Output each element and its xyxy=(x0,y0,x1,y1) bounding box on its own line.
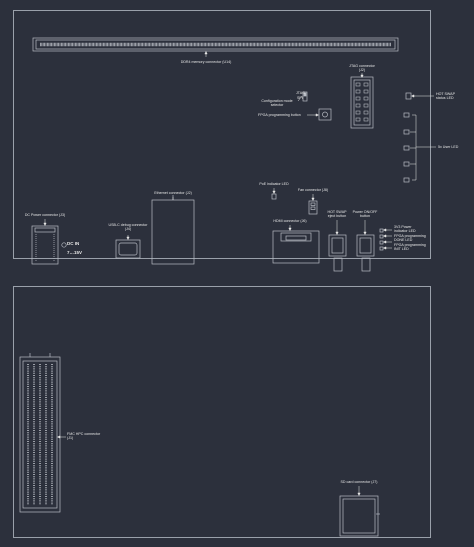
led-fpga-init-label: FPGA programming INIT LED xyxy=(394,243,426,251)
hot-swap-status-label: HOT SWAP status LED xyxy=(436,92,455,100)
dc-power-label: DC Power connector (J3) xyxy=(24,213,66,217)
dc-voltage-mark: 7…15V xyxy=(67,250,83,255)
fpga-button-label: FPGA programming button xyxy=(258,113,301,117)
sd-card-label: SD card connector (J7) xyxy=(340,480,378,484)
hdmi-connector-drawing xyxy=(272,230,320,264)
poe-led-drawing xyxy=(271,193,277,200)
config-mode-line2: selector xyxy=(270,103,284,108)
hot-swap-status-led-drawing xyxy=(405,92,412,100)
poe-led-label: PoE indicator LED xyxy=(259,182,289,186)
led-fpga-done-line1: FPGA programming xyxy=(394,234,426,238)
dc-power-connector-drawing xyxy=(31,225,67,265)
user-leds-drawing xyxy=(403,112,410,183)
jtag-label-line1: JTAG connector xyxy=(349,64,375,68)
hot-swap-status-line1: HOT SWAP xyxy=(436,92,455,96)
led-3v3-line2: indicator LED xyxy=(394,229,416,234)
ethernet-connector-drawing xyxy=(151,195,195,265)
led-fpga-init-line1: FPGA programming xyxy=(394,243,426,247)
jtag-label: JTAG connector (J2) xyxy=(349,64,375,72)
hot-swap-eject-label: HOT SWAP eject button xyxy=(328,210,347,218)
usbc-line1: USB-C debug connector xyxy=(108,223,148,227)
config-mode-label: Configuration mode selector xyxy=(261,99,292,107)
config-mode-line1: Configuration mode xyxy=(261,99,293,103)
fan-connector-label: Fan connector (J8) xyxy=(297,188,329,192)
power-button-drawing xyxy=(356,234,375,272)
selector-mark-bottom: SPI xyxy=(297,96,303,100)
fmc-line2: (J1) xyxy=(67,436,74,441)
hot-swap-status-line2: status LED xyxy=(436,96,454,101)
power-onoff-line1: Power ON/OFF xyxy=(352,210,378,214)
fmc-connector-drawing xyxy=(19,353,61,513)
fan-connector-drawing xyxy=(308,200,318,215)
jtag-label-line2: (J2) xyxy=(358,68,366,73)
hot-swap-eject-drawing xyxy=(328,234,347,272)
power-onoff-label: Power ON/OFF button xyxy=(353,210,378,218)
user-led-label: 5x User LED xyxy=(438,145,459,149)
usbc-label: USB-C debug connector (J4) xyxy=(109,223,148,231)
ddr4-connector-drawing xyxy=(32,37,399,52)
hot-swap-eject-line1: HOT SWAP xyxy=(327,210,347,214)
hdmi-label: HDMI connector (J6) xyxy=(273,219,307,223)
usbc-connector-drawing xyxy=(115,239,141,259)
fmc-label: FMC HPC connector (J1) xyxy=(67,432,100,440)
status-leds-drawing xyxy=(379,228,384,251)
bottom-board-outline xyxy=(13,286,431,538)
led-fpga-done-label: FPGA programming DONE LED xyxy=(394,234,426,242)
led-fpga-done-line2: DONE LED xyxy=(394,238,413,243)
led-fpga-init-line2: INIT LED xyxy=(394,247,409,252)
dc-in-mark: DC IN xyxy=(67,241,80,246)
selector-mark-top: JTAG xyxy=(296,91,305,95)
leader-lines xyxy=(43,50,436,497)
led-3v3-label: 3V3 Power indicator LED xyxy=(394,225,416,233)
jtag-connector-drawing xyxy=(350,76,374,129)
top-board-outline xyxy=(13,10,431,259)
fpga-button-drawing xyxy=(318,108,332,121)
config-selector-drawing xyxy=(302,91,308,102)
usbc-line2: (J4) xyxy=(124,227,132,232)
ddr4-label: DDR4 memory connector (U14) xyxy=(180,60,232,64)
fmc-line1: FMC HPC connector xyxy=(67,432,101,436)
hot-swap-eject-line2: eject button xyxy=(327,214,347,219)
ethernet-label: Ethernet connector (J2) xyxy=(154,191,192,195)
sd-card-drawing xyxy=(339,495,380,537)
power-onoff-line2: button xyxy=(359,214,370,219)
led-3v3-line1: 3V3 Power xyxy=(394,225,412,229)
